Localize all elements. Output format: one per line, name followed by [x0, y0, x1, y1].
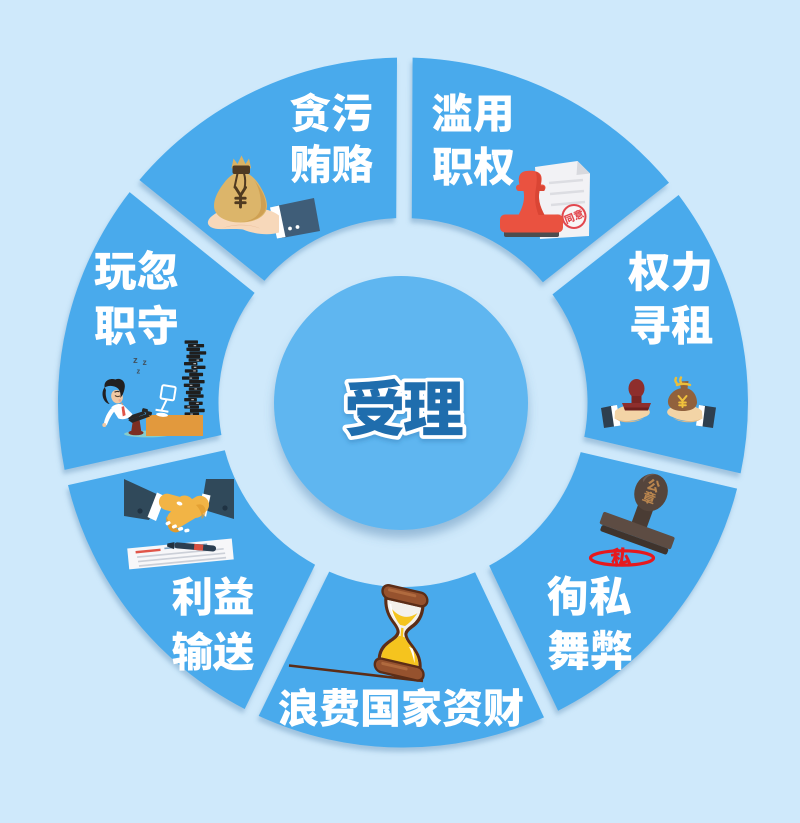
svg-text:z: z [143, 357, 147, 367]
svg-text:z: z [137, 367, 141, 376]
svg-text:z: z [133, 355, 138, 366]
